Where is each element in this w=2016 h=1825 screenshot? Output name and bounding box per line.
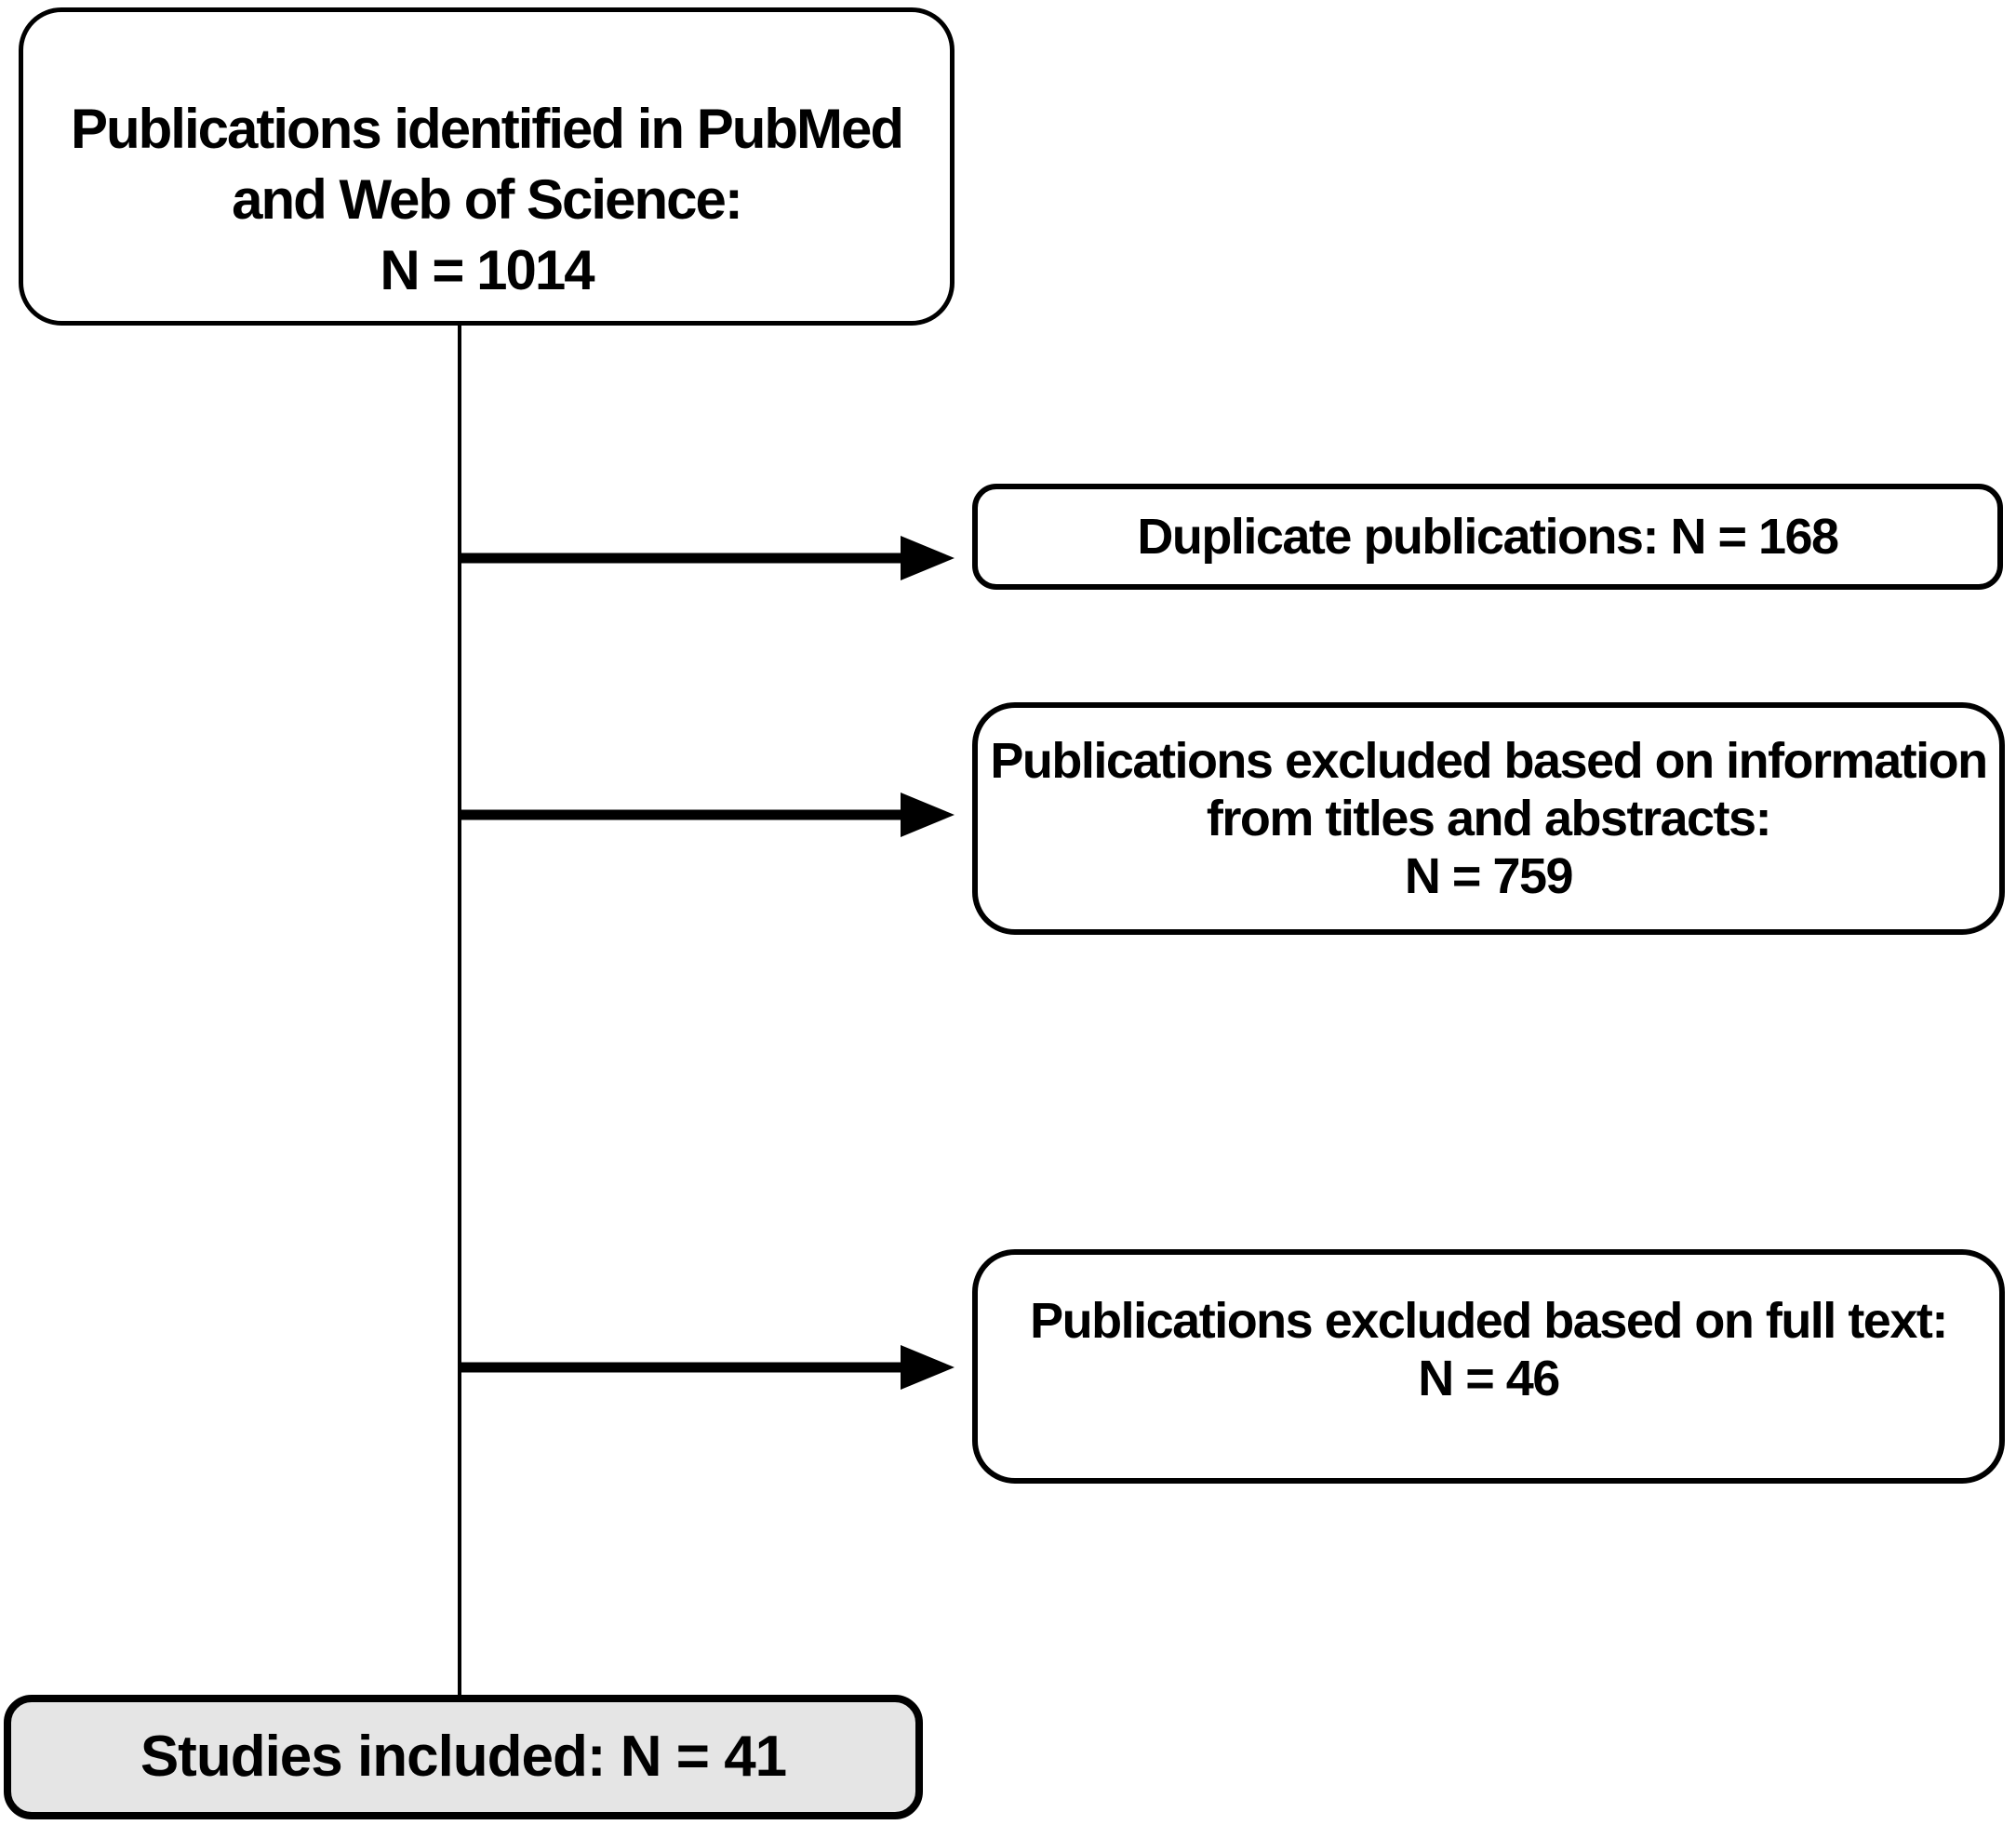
node-publications-identified-line2: and Web of Science:: [232, 168, 743, 231]
node-excluded-full-text-count: N = 46: [1418, 1351, 1560, 1406]
node-studies-included-label: Studies included: N = 41: [140, 1725, 787, 1789]
arrowhead-icon: [901, 793, 955, 837]
arrowhead-icon: [901, 536, 955, 580]
node-excluded-titles-abstracts-line2: from titles and abstracts:: [1206, 791, 1772, 846]
node-excluded-titles-abstracts-line1: Publications excluded based on informati…: [990, 733, 1988, 789]
node-duplicate-publications: Duplicate publications: N = 168: [972, 484, 2003, 590]
arrowhead-icon: [901, 1345, 955, 1390]
node-excluded-titles-abstracts-count: N = 759: [1404, 848, 1574, 904]
node-publications-identified-count: N = 1014: [380, 239, 594, 301]
arrow-to-duplicates: [460, 536, 955, 580]
arrow-to-excluded-fulltext: [460, 1345, 955, 1390]
node-duplicate-publications-label: Duplicate publications: N = 168: [1137, 509, 1839, 565]
node-excluded-full-text: Publications excluded based on full text…: [972, 1249, 2005, 1484]
node-studies-included: Studies included: N = 41: [4, 1695, 923, 1819]
node-publications-identified: Publications identified in PubMed and We…: [19, 7, 955, 326]
arrow-to-excluded-titles: [460, 793, 955, 837]
node-excluded-titles-abstracts: Publications excluded based on informati…: [972, 702, 2005, 935]
node-publications-identified-line1: Publications identified in PubMed: [70, 98, 904, 160]
node-excluded-full-text-line1: Publications excluded based on full text…: [1030, 1293, 1948, 1349]
